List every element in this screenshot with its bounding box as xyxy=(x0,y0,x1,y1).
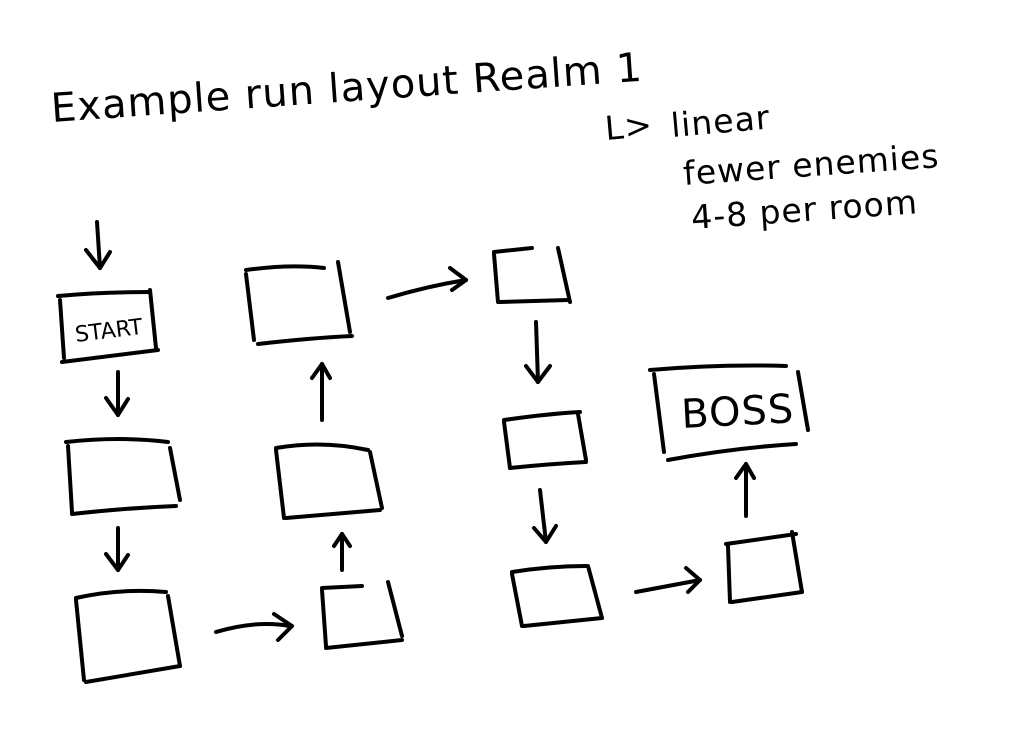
room-boss: BOSS xyxy=(648,363,810,462)
room-f xyxy=(492,246,572,304)
note-enemies-per-room: 4-8 per room xyxy=(690,182,919,237)
arrow-down-4 xyxy=(532,488,558,544)
arrow-right-3 xyxy=(634,566,702,594)
arrow-down-3 xyxy=(524,320,552,384)
arrow-right-2 xyxy=(386,266,468,300)
room-c xyxy=(320,580,404,650)
room-start: START xyxy=(56,288,160,364)
arrow-up-2 xyxy=(310,362,332,422)
arrow-down-1 xyxy=(104,370,130,417)
room-g xyxy=(502,410,588,470)
note-linear: linear xyxy=(669,97,771,145)
arrow-right-1 xyxy=(214,612,294,642)
room-b xyxy=(74,588,182,684)
room-e xyxy=(244,260,354,346)
room-i xyxy=(724,530,804,604)
boss-label: BOSS xyxy=(680,386,795,438)
room-a xyxy=(64,437,182,516)
start-label: START xyxy=(74,315,145,348)
room-d xyxy=(274,442,384,520)
arrow-up-1 xyxy=(332,532,352,572)
arrow-up-3 xyxy=(734,462,756,518)
entry-arrow xyxy=(84,220,112,270)
note-arrow-glyph: L> xyxy=(603,105,654,148)
room-h xyxy=(510,564,604,628)
diagram-title: Example run layout Realm 1 xyxy=(49,45,644,132)
notes-block: L> linear fewer enemies 4-8 per room xyxy=(603,97,940,237)
arrow-down-2 xyxy=(104,526,130,572)
